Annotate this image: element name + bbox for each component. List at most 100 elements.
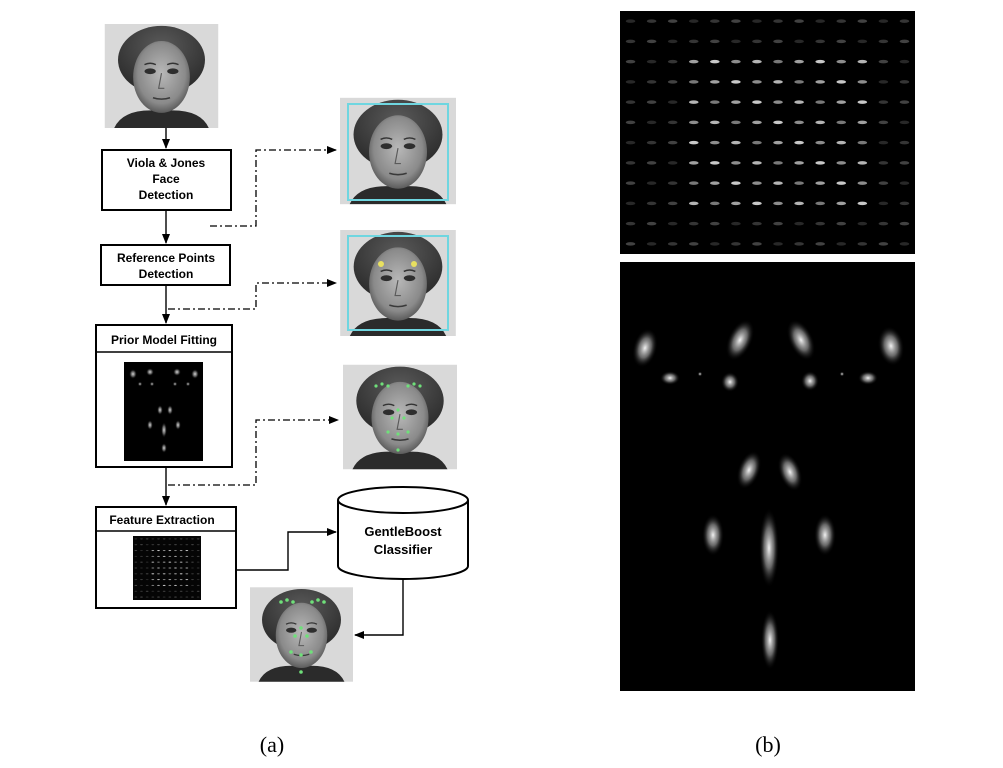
feature-glint [899, 181, 910, 185]
feature-glint [773, 39, 783, 44]
feature-glint [151, 596, 155, 598]
feature-glint [157, 555, 160, 557]
feature-glint [168, 567, 172, 569]
feature-glint [667, 59, 678, 64]
prior-model-label: Prior Model Fitting [111, 333, 217, 347]
feature-glint [752, 39, 762, 44]
feature-glint [140, 584, 143, 586]
feature-glint [836, 140, 847, 145]
feature-glint [179, 573, 183, 575]
feature-glint [196, 550, 200, 552]
feature-glint [794, 120, 804, 125]
feature-glint [134, 555, 138, 557]
gentleboost-classifier: GentleBoost Classifier [337, 486, 469, 580]
feature-glint [140, 573, 143, 575]
feature-glint [140, 561, 143, 563]
feature-glint [752, 59, 762, 64]
feature-glint [151, 550, 155, 552]
feature-glint [773, 100, 783, 104]
feature-glint [145, 596, 149, 598]
feature-glint [857, 201, 868, 206]
feature-glint [185, 561, 189, 563]
feature-glint [731, 181, 741, 185]
feature-glint [196, 596, 200, 598]
feature-glint [752, 120, 762, 125]
face-detection-result [340, 97, 456, 205]
feature-glint [773, 120, 783, 125]
feature-glint [168, 573, 172, 575]
feature-glint [196, 555, 200, 557]
feature-glint [710, 59, 720, 64]
feature-glint [667, 181, 678, 185]
feature-glint [815, 242, 825, 246]
feature-glint [179, 584, 183, 586]
viola-jones-line-1: Viola & Jones [127, 156, 206, 170]
feature-glint [815, 161, 825, 165]
feature-glint [815, 120, 825, 125]
feature-glint [815, 39, 825, 44]
feature-glint [899, 242, 910, 246]
feature-glint [174, 561, 177, 563]
feature-glint [625, 161, 636, 165]
feature-glint [857, 39, 868, 44]
feature-glint [752, 80, 762, 84]
feature-glint [688, 161, 699, 165]
feature-glint [688, 221, 699, 226]
feature-glint [773, 221, 783, 226]
feature-glint [151, 579, 155, 581]
feature-glint [688, 242, 699, 246]
feature-glint [140, 567, 143, 569]
feature-glint [752, 19, 762, 23]
feature-glint [174, 584, 177, 586]
feature-extraction-thumbnail [133, 536, 201, 600]
feature-glint [646, 120, 657, 125]
feature-glint [815, 221, 825, 226]
feature-glint [191, 579, 194, 581]
feature-glint [667, 140, 678, 145]
feature-glint [191, 555, 194, 557]
feature-glint [625, 140, 636, 145]
feature-glint [688, 80, 699, 84]
reference-points-line-2: Detection [139, 267, 194, 281]
feature-glint [134, 573, 138, 575]
feature-glint [157, 596, 160, 598]
feature-glint [134, 579, 138, 581]
feature-glint [151, 538, 155, 540]
feature-glint [196, 573, 200, 575]
feature-glint [625, 221, 636, 226]
feature-glint [191, 538, 194, 540]
feature-glint [878, 140, 889, 145]
feature-glint [625, 100, 636, 104]
feature-glint [174, 596, 177, 598]
feature-glint [140, 544, 143, 546]
feature-glint [773, 59, 783, 64]
feature-glint [157, 550, 160, 552]
feature-glint [710, 39, 720, 44]
feature-glint [667, 120, 678, 125]
feature-glint [899, 19, 910, 23]
feature-glint [174, 590, 177, 592]
feature-glint [836, 59, 847, 64]
feature-glint [196, 567, 200, 569]
feature-glint [857, 120, 868, 125]
feature-glint [174, 567, 177, 569]
feature-glint [185, 584, 189, 586]
feature-glint [625, 19, 636, 23]
feature-glint [140, 538, 143, 540]
feature-glint [688, 59, 699, 64]
feature-glint [185, 579, 189, 581]
feature-glint [646, 242, 657, 246]
feature-glint [646, 80, 657, 84]
feature-glint [794, 39, 804, 44]
feature-glint [878, 100, 889, 104]
feature-glint [710, 221, 720, 226]
feature-glint [899, 80, 910, 84]
feature-glint [196, 584, 200, 586]
feature-glint [836, 80, 847, 84]
feature-glint [191, 573, 194, 575]
feature-glint [151, 590, 155, 592]
feature-glint [162, 538, 166, 540]
feature-glint [168, 561, 172, 563]
feature-glint [815, 80, 825, 84]
feature-glint [815, 140, 825, 145]
